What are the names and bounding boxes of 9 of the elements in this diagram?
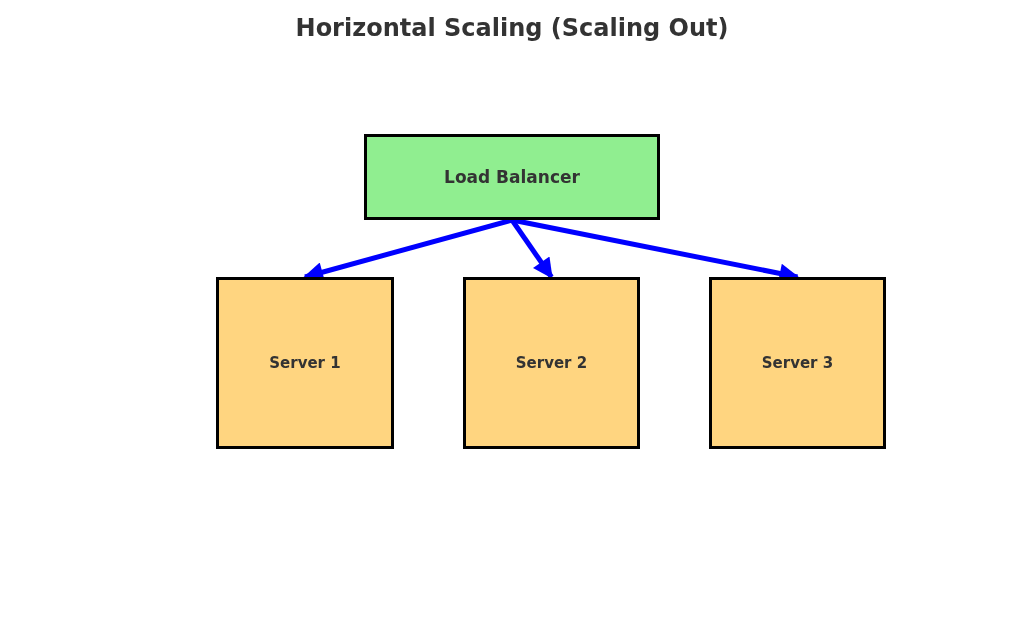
server-box [463, 277, 640, 449]
node-label: Server 3 [761, 354, 834, 372]
title: Horizontal Scaling (Scaling Out) [294, 14, 730, 42]
node-label: Load Balancer [444, 167, 580, 187]
server-box [216, 277, 394, 449]
load-balancer-box [364, 134, 660, 220]
node-label: Server 2 [515, 354, 588, 372]
server-box [709, 277, 886, 449]
node-label: Server 1 [269, 354, 341, 372]
